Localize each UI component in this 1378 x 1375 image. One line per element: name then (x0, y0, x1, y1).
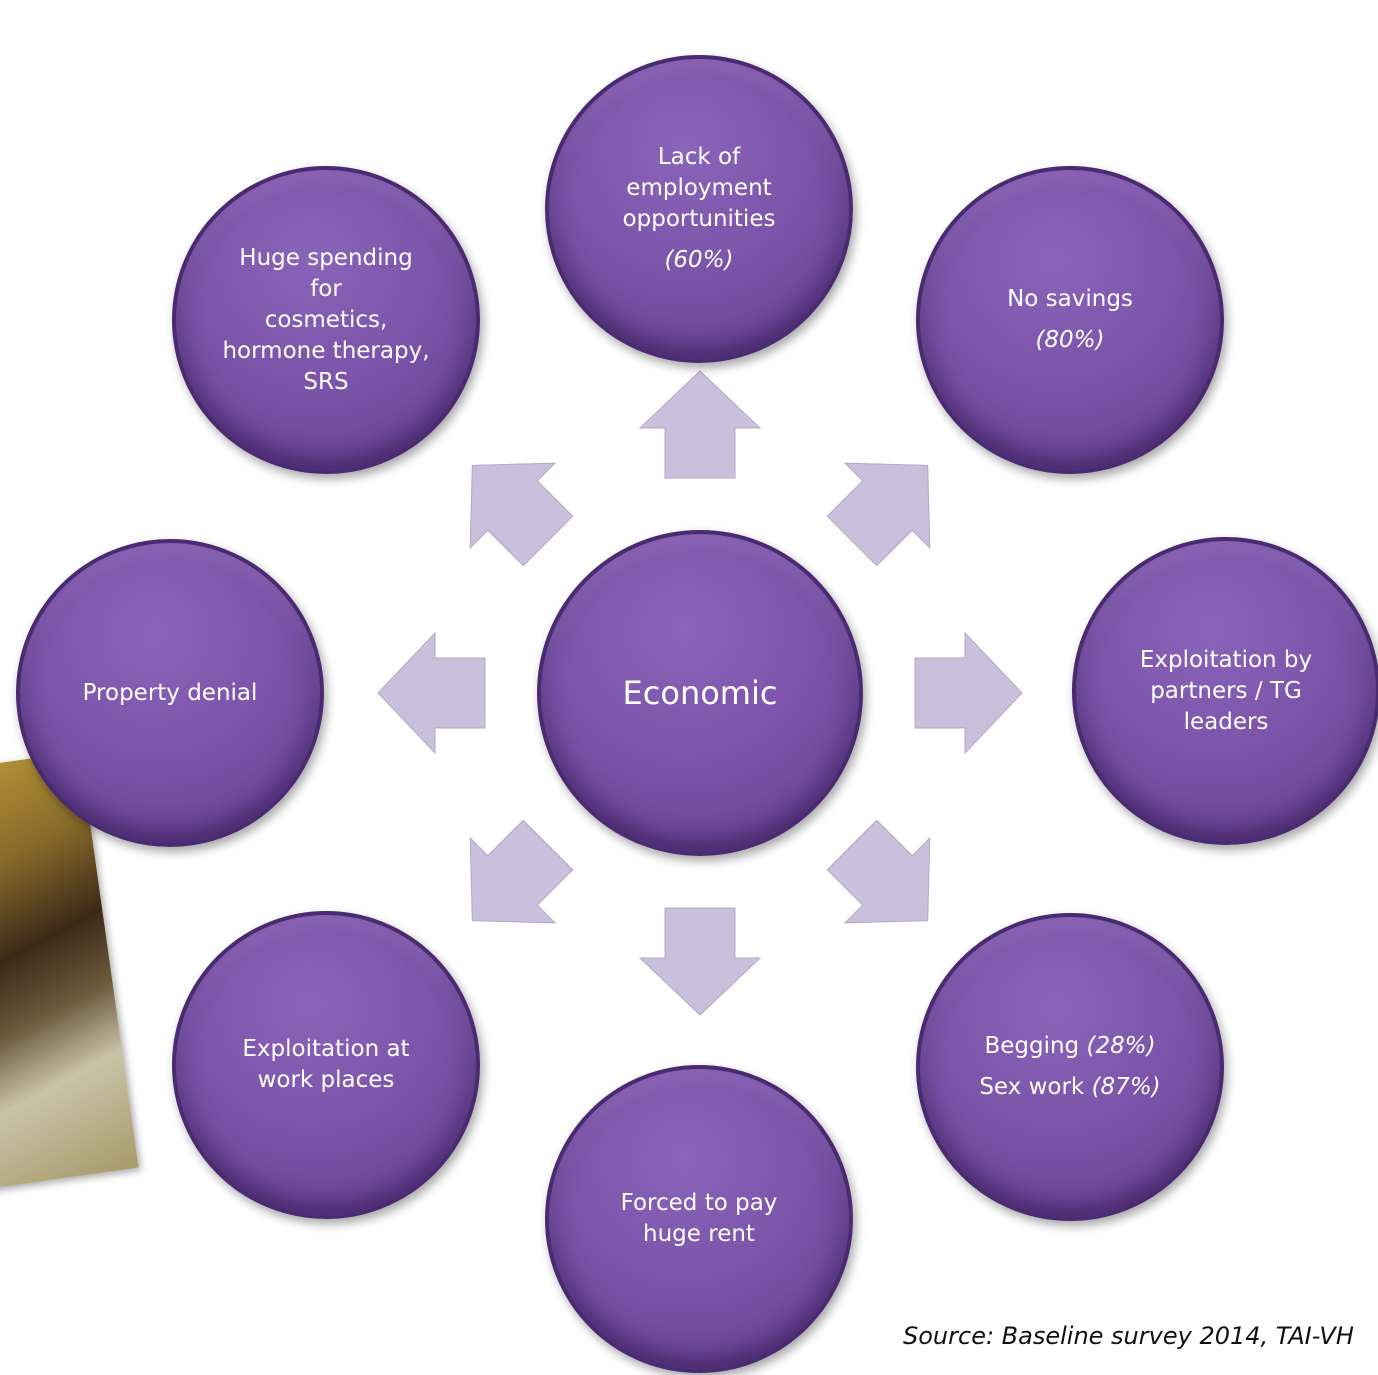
node-text-line: huge rent (643, 1221, 755, 1247)
node-text-line: SRS (303, 368, 349, 395)
node-text-line: No savings (1007, 286, 1133, 312)
node-text-line: hormone therapy, (222, 337, 430, 364)
node-item-sex-work: Sex work (87%) (979, 1074, 1161, 1100)
node-huge-spending: Huge spending for cosmetics, hormone the… (172, 166, 480, 474)
node-percent: (80%) (1035, 327, 1105, 353)
node-text-line: leaders (1183, 708, 1269, 735)
node-exploitation-workplace: Exploitation at work places (172, 911, 480, 1219)
node-text-line: Huge spending for (239, 244, 413, 302)
node-text-line: partners / TG (1150, 677, 1302, 704)
node-no-savings: No savings (80%) (916, 166, 1224, 474)
arrow-right-icon (914, 631, 1023, 755)
node-begging-sex-work: Begging (28%) Sex work (87%) (916, 913, 1224, 1221)
node-text-line: Exploitation at (242, 1036, 410, 1062)
node-text-line: Forced to pay (620, 1190, 778, 1216)
node-forced-rent: Forced to pay huge rent (545, 1065, 853, 1373)
node-text-line: employment (626, 175, 772, 201)
arrow-up-icon (638, 370, 762, 479)
center-label: Economic (622, 674, 778, 712)
node-text-line: work places (257, 1067, 395, 1093)
source-caption: Source: Baseline survey 2014, TAI-VH (903, 1322, 1354, 1350)
node-text-line: Lack of (657, 144, 741, 170)
node-percent: (28%) (1086, 1033, 1156, 1059)
node-property-denial: Property denial (16, 539, 324, 847)
arrow-up-right-icon (826, 462, 931, 567)
node-lack-of-employment: Lack of employment opportunities (60%) (545, 55, 853, 363)
node-item-begging: Begging (28%) (984, 1033, 1156, 1059)
arrow-down-right-icon (826, 819, 931, 924)
node-text-line: cosmetics, (264, 306, 388, 333)
node-text-line: Property denial (82, 679, 258, 706)
center-node-economic: Economic (537, 530, 863, 856)
arrow-left-icon (377, 631, 486, 755)
arrow-down-icon (638, 907, 762, 1016)
node-text-line: Exploitation by (1139, 646, 1313, 673)
node-text-line: opportunities (622, 206, 776, 232)
node-percent: (60%) (664, 247, 734, 273)
node-percent: (87%) (1091, 1074, 1161, 1100)
arrow-down-left-icon (469, 819, 574, 924)
arrow-up-left-icon (469, 462, 574, 567)
node-exploitation-partners: Exploitation by partners / TG leaders (1072, 537, 1378, 845)
